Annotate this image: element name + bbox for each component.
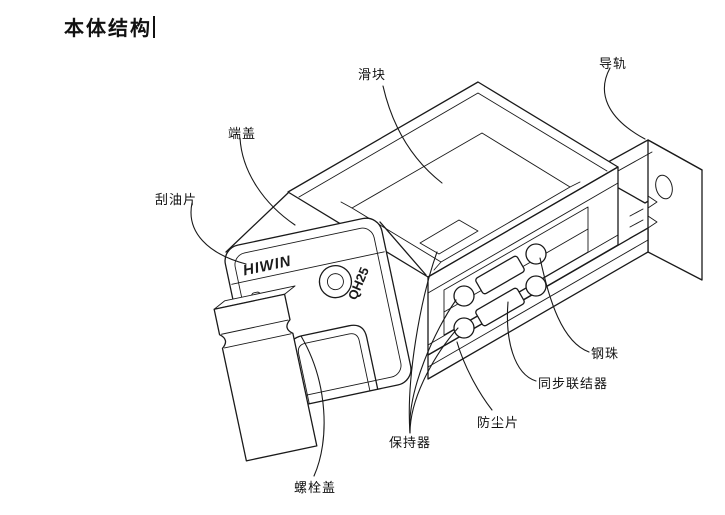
leader-oil-scraper <box>190 202 247 265</box>
sync-connector-upper <box>475 255 525 295</box>
label-dust-strip: 防尘片 <box>477 415 520 430</box>
leader-end-cap <box>239 137 296 226</box>
label-retainer: 保持器 <box>389 435 432 450</box>
steel-ball <box>453 285 475 307</box>
label-sync-connector: 同步联结器 <box>538 376 609 391</box>
label-bolt-cover: 螺栓盖 <box>294 480 337 495</box>
block-top-cutout <box>419 219 479 255</box>
leader-dust-strip <box>456 341 493 411</box>
label-steel-ball: 钢珠 <box>591 346 620 361</box>
label-slider: 滑块 <box>358 67 387 82</box>
grease-nipple-hole <box>318 264 353 299</box>
leader-slider <box>382 85 443 184</box>
endcap-chamfer-right-edge <box>379 221 427 276</box>
endcap-chamfer-left-edge <box>225 192 289 253</box>
sync-connector-lower <box>475 287 525 327</box>
label-end-cap: 端盖 <box>228 126 257 141</box>
label-rail: 导轨 <box>599 56 628 71</box>
leader-lines <box>190 67 646 477</box>
steel-ball <box>525 275 547 297</box>
rail-cut-face <box>647 139 703 281</box>
leader-retainer-2 <box>409 299 457 434</box>
leader-sync-connector <box>506 301 537 382</box>
text-cursor <box>153 15 155 38</box>
rail-groove-hatching <box>629 208 644 250</box>
ball-chain-lower <box>453 275 547 339</box>
leader-retainer-1 <box>408 251 438 434</box>
rail-arch-inner <box>297 333 371 405</box>
block-side-face <box>427 166 619 356</box>
leader-rail <box>603 67 646 140</box>
rail-bolt-hole <box>655 174 673 200</box>
page-title: 本体结构 <box>64 12 155 41</box>
leader-bolt-cover <box>300 335 325 477</box>
leader-retainer-3 <box>409 327 459 434</box>
rail-front-profile <box>213 293 318 462</box>
rail-front-section <box>213 285 318 462</box>
ball-chain-upper <box>453 243 547 307</box>
steel-ball <box>525 243 547 265</box>
page-title-text: 本体结构 <box>64 18 152 40</box>
label-oil-scraper: 刮油片 <box>155 192 198 207</box>
leader-steel-ball <box>539 257 590 353</box>
steel-ball <box>453 317 475 339</box>
